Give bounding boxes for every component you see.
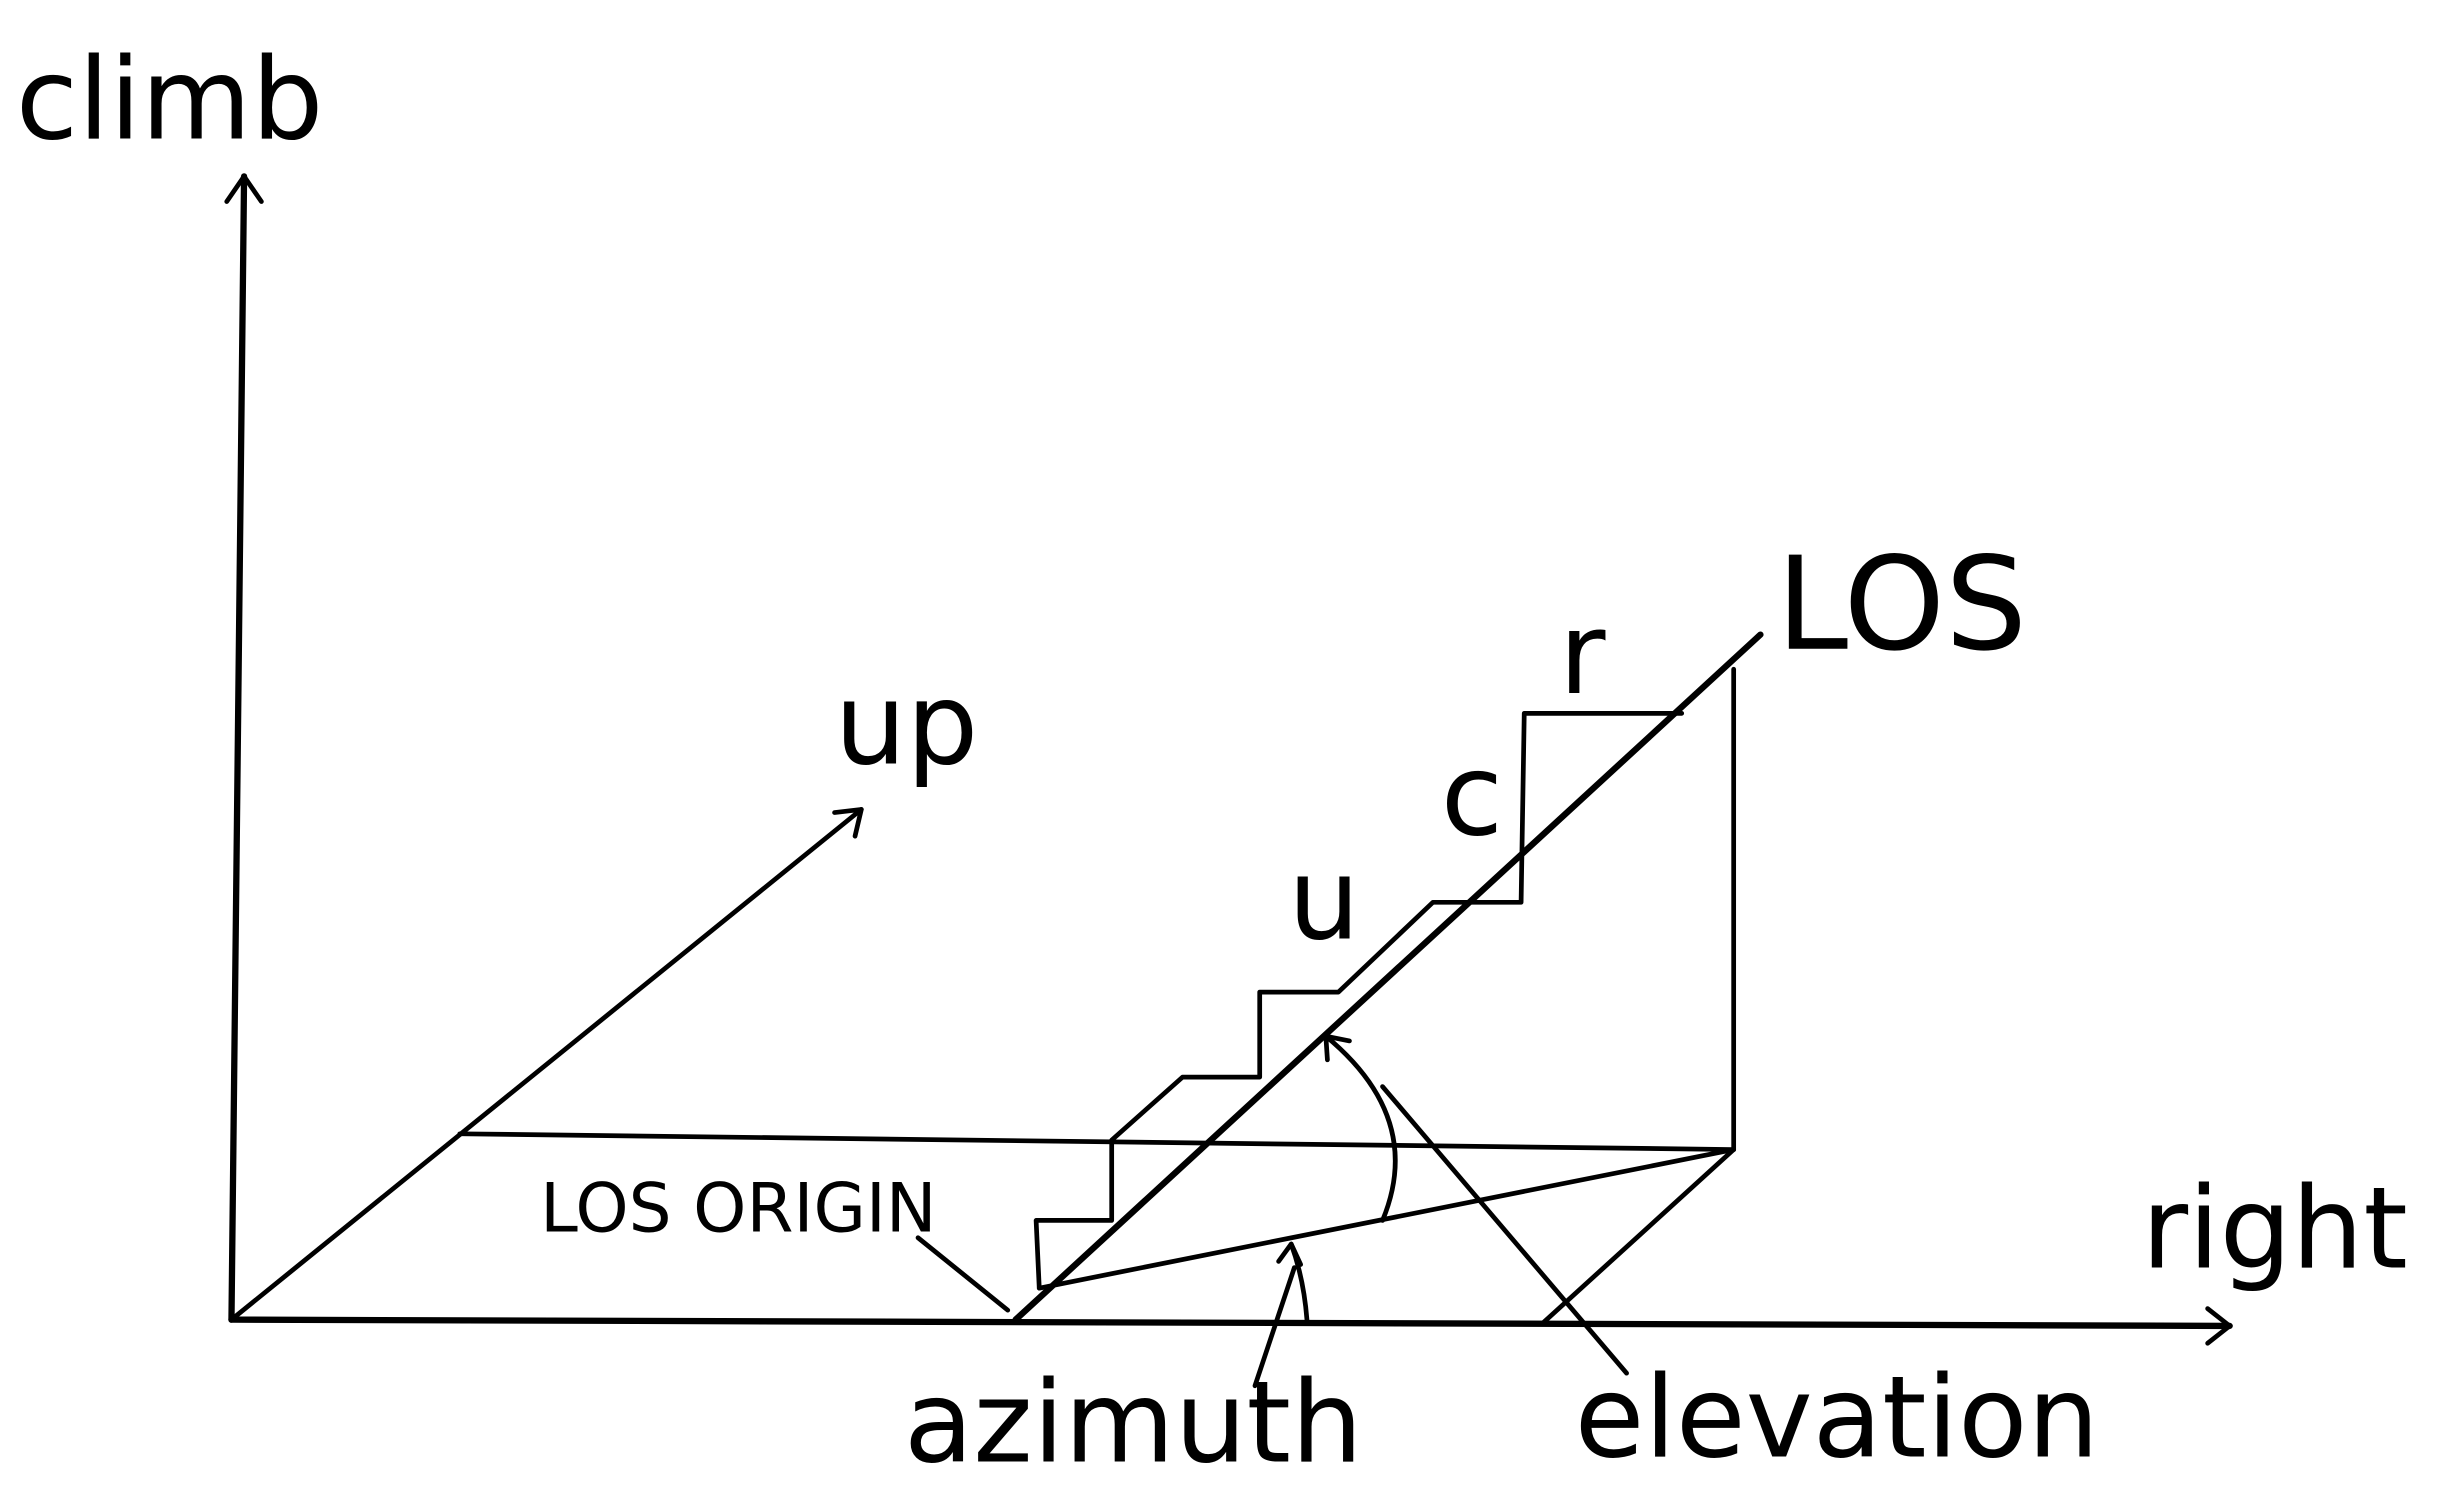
los-origin-leader [915,1235,1011,1313]
c-label: c [1441,730,1503,862]
los-origin-label: LOS ORIGIN [540,1168,936,1247]
climb-label: climb [16,34,324,166]
up-axis [229,807,864,1322]
climb-axis [224,173,264,1323]
elevation-angle-arc [1323,1033,1398,1223]
azimuth-angle-arc [1276,1241,1310,1322]
u-label: u [1288,834,1360,966]
up-label: up [835,659,979,791]
ground-plane [457,1131,1737,1326]
unit-step-staircase [1033,710,1685,1291]
azimuth-leader [1252,1265,1297,1389]
elevation-label: elevation [1575,1352,2100,1484]
los-label: LOS [1776,530,2027,680]
r-label: r [1559,588,1606,720]
azimuth-label: azimuth [904,1356,1363,1488]
right-label: right [2141,1163,2407,1295]
right-axis [228,1306,2233,1346]
elevation-leader [1380,1084,1629,1376]
azimuth-projection-line [1036,1147,1737,1291]
los-line [1012,631,1764,1323]
